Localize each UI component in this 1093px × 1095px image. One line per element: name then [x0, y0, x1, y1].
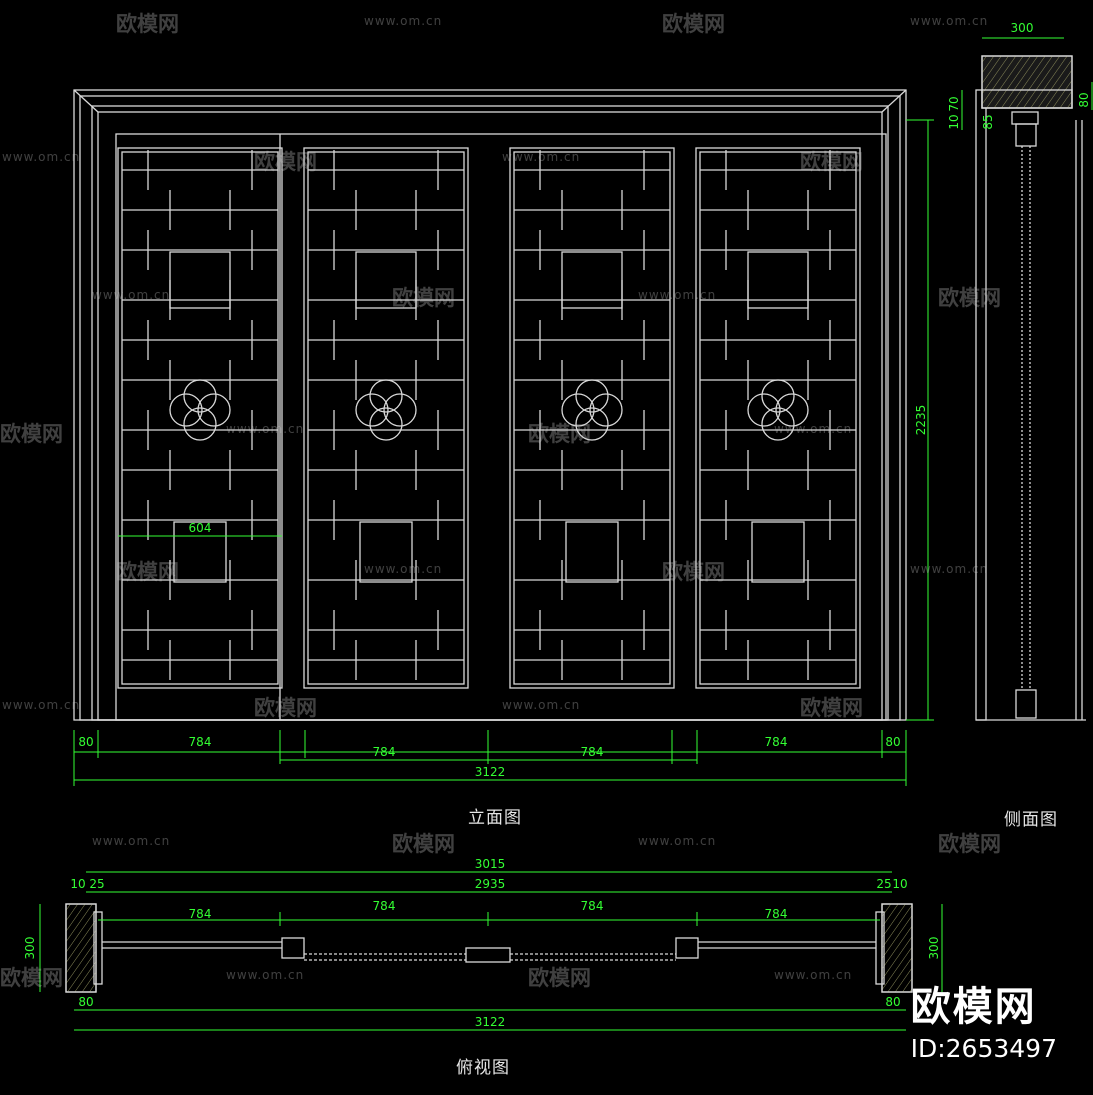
watermark-url: www.om.cn: [638, 288, 717, 302]
dim-elev-panel-2: 784: [373, 745, 396, 759]
plan-view: [65, 903, 913, 993]
dim-elev-height: 2235: [914, 405, 928, 436]
watermark-logo: 欧模网: [662, 12, 725, 36]
quatrefoil-ornament: [747, 379, 809, 441]
quatrefoil-ornament: [355, 379, 417, 441]
dim-elev-panel-4: 784: [765, 735, 788, 749]
watermark-logo: 欧模网: [0, 966, 63, 990]
watermark-logo: 欧模网: [254, 150, 317, 174]
watermark-logo: 欧模网: [800, 150, 863, 174]
sash-zone: [115, 133, 887, 721]
dim-elev-right-80: 80: [885, 735, 900, 749]
dim-plan-panel-2: 784: [373, 899, 396, 913]
side-caption: 侧面图: [1004, 810, 1058, 830]
watermark-url: www.om.cn: [910, 14, 989, 28]
watermark-url: www.om.cn: [774, 968, 853, 982]
watermark-logo: 欧模网: [116, 12, 179, 36]
dim-plan-frame-right: 80: [885, 995, 900, 1009]
watermark-url: www.om.cn: [638, 834, 717, 848]
dimension-lines: [39, 37, 1093, 1031]
dim-plan-left-10: 10: [70, 877, 85, 891]
watermark-logo: 欧模网: [938, 832, 1001, 856]
watermark-logo: 欧模网: [116, 560, 179, 584]
dim-plan-panel-1: 784: [189, 907, 212, 921]
dim-side-10: 10: [947, 114, 961, 129]
watermark-url: www.om.cn: [2, 150, 81, 164]
lattice-panel: [509, 147, 675, 689]
dim-plan-wall-right: 300: [927, 937, 941, 960]
watermark-logo: 欧模网: [662, 560, 725, 584]
elevation-caption: 立面图: [468, 808, 522, 828]
dim-plan-panel-4: 784: [765, 907, 788, 921]
side-post-left: [975, 89, 987, 721]
dim-elev-inner-span: 604: [189, 521, 212, 535]
brand-block: 欧模网 ID:2653497: [911, 974, 1057, 1063]
dim-side-80: 80: [1077, 92, 1091, 107]
dimension-texts: 80 784 784 784 784 80 3122 604 2235 300 …: [23, 21, 1091, 1029]
dim-plan-right-25: 25: [876, 877, 891, 891]
watermark-url: www.om.cn: [2, 698, 81, 712]
watermark-logo: 欧模网: [938, 286, 1001, 310]
lattice-panel: [117, 147, 283, 689]
dim-plan-outer: 3015: [475, 857, 506, 871]
side-head-rail: [981, 89, 1073, 109]
watermark-url: www.om.cn: [774, 422, 853, 436]
quatrefoil-ornament: [169, 379, 231, 441]
dim-elev-panel-1: 784: [189, 735, 212, 749]
lattice-panel: [695, 147, 861, 689]
lattice-panel: [279, 134, 469, 720]
watermark-url: www.om.cn: [92, 288, 171, 302]
dim-plan-panel-3: 784: [581, 899, 604, 913]
watermark-logo: 欧模网: [528, 422, 591, 446]
dim-plan-frame-left: 80: [78, 995, 93, 1009]
watermark-url: www.om.cn: [364, 562, 443, 576]
dim-elev-panel-3: 784: [581, 745, 604, 759]
watermark-url: www.om.cn: [226, 968, 305, 982]
watermark-logo: 欧模网: [254, 696, 317, 720]
watermark-url: www.om.cn: [92, 834, 171, 848]
watermark-logo: 欧模网: [528, 966, 591, 990]
elevation-panels: [117, 134, 861, 720]
watermark-logo: 欧模网: [0, 422, 63, 446]
watermark-url: www.om.cn: [910, 562, 989, 576]
side-bottom-guide: [1015, 689, 1037, 719]
brand-logo: 欧模网: [910, 984, 1037, 1030]
watermark-url: www.om.cn: [364, 14, 443, 28]
watermark-logo: 欧模网: [392, 286, 455, 310]
watermark-logo: 欧模网: [800, 696, 863, 720]
side-view: [975, 55, 1086, 721]
plan-stile-1: [281, 937, 305, 959]
watermark-url: www.om.cn: [226, 422, 305, 436]
watermark-url: www.om.cn: [502, 698, 581, 712]
brand-id: ID:2653497: [910, 1034, 1057, 1063]
dim-plan-inner: 2935: [475, 877, 506, 891]
dim-plan-overall: 3122: [475, 1015, 506, 1029]
watermark-logo: 欧模网: [392, 832, 455, 856]
dim-elev-left-80: 80: [78, 735, 93, 749]
plan-stile-3: [675, 937, 699, 959]
side-track: [1011, 111, 1039, 125]
dim-plan-wall-left: 300: [23, 937, 37, 960]
watermark-url: www.om.cn: [502, 150, 581, 164]
dim-elev-overall: 3122: [475, 765, 506, 779]
dim-side-85: 85: [981, 114, 995, 129]
elevation-view: [73, 89, 907, 721]
dim-plan-left-25: 25: [89, 877, 104, 891]
side-top-guide: [1015, 123, 1037, 147]
dim-plan-right-10: 10: [892, 877, 907, 891]
plan-caption: 俯视图: [456, 1058, 510, 1078]
dim-side-depth: 300: [1011, 21, 1034, 35]
plan-stile-2: [465, 947, 511, 963]
quatrefoil-ornament: [561, 379, 623, 441]
dim-side-70: 70: [947, 96, 961, 111]
